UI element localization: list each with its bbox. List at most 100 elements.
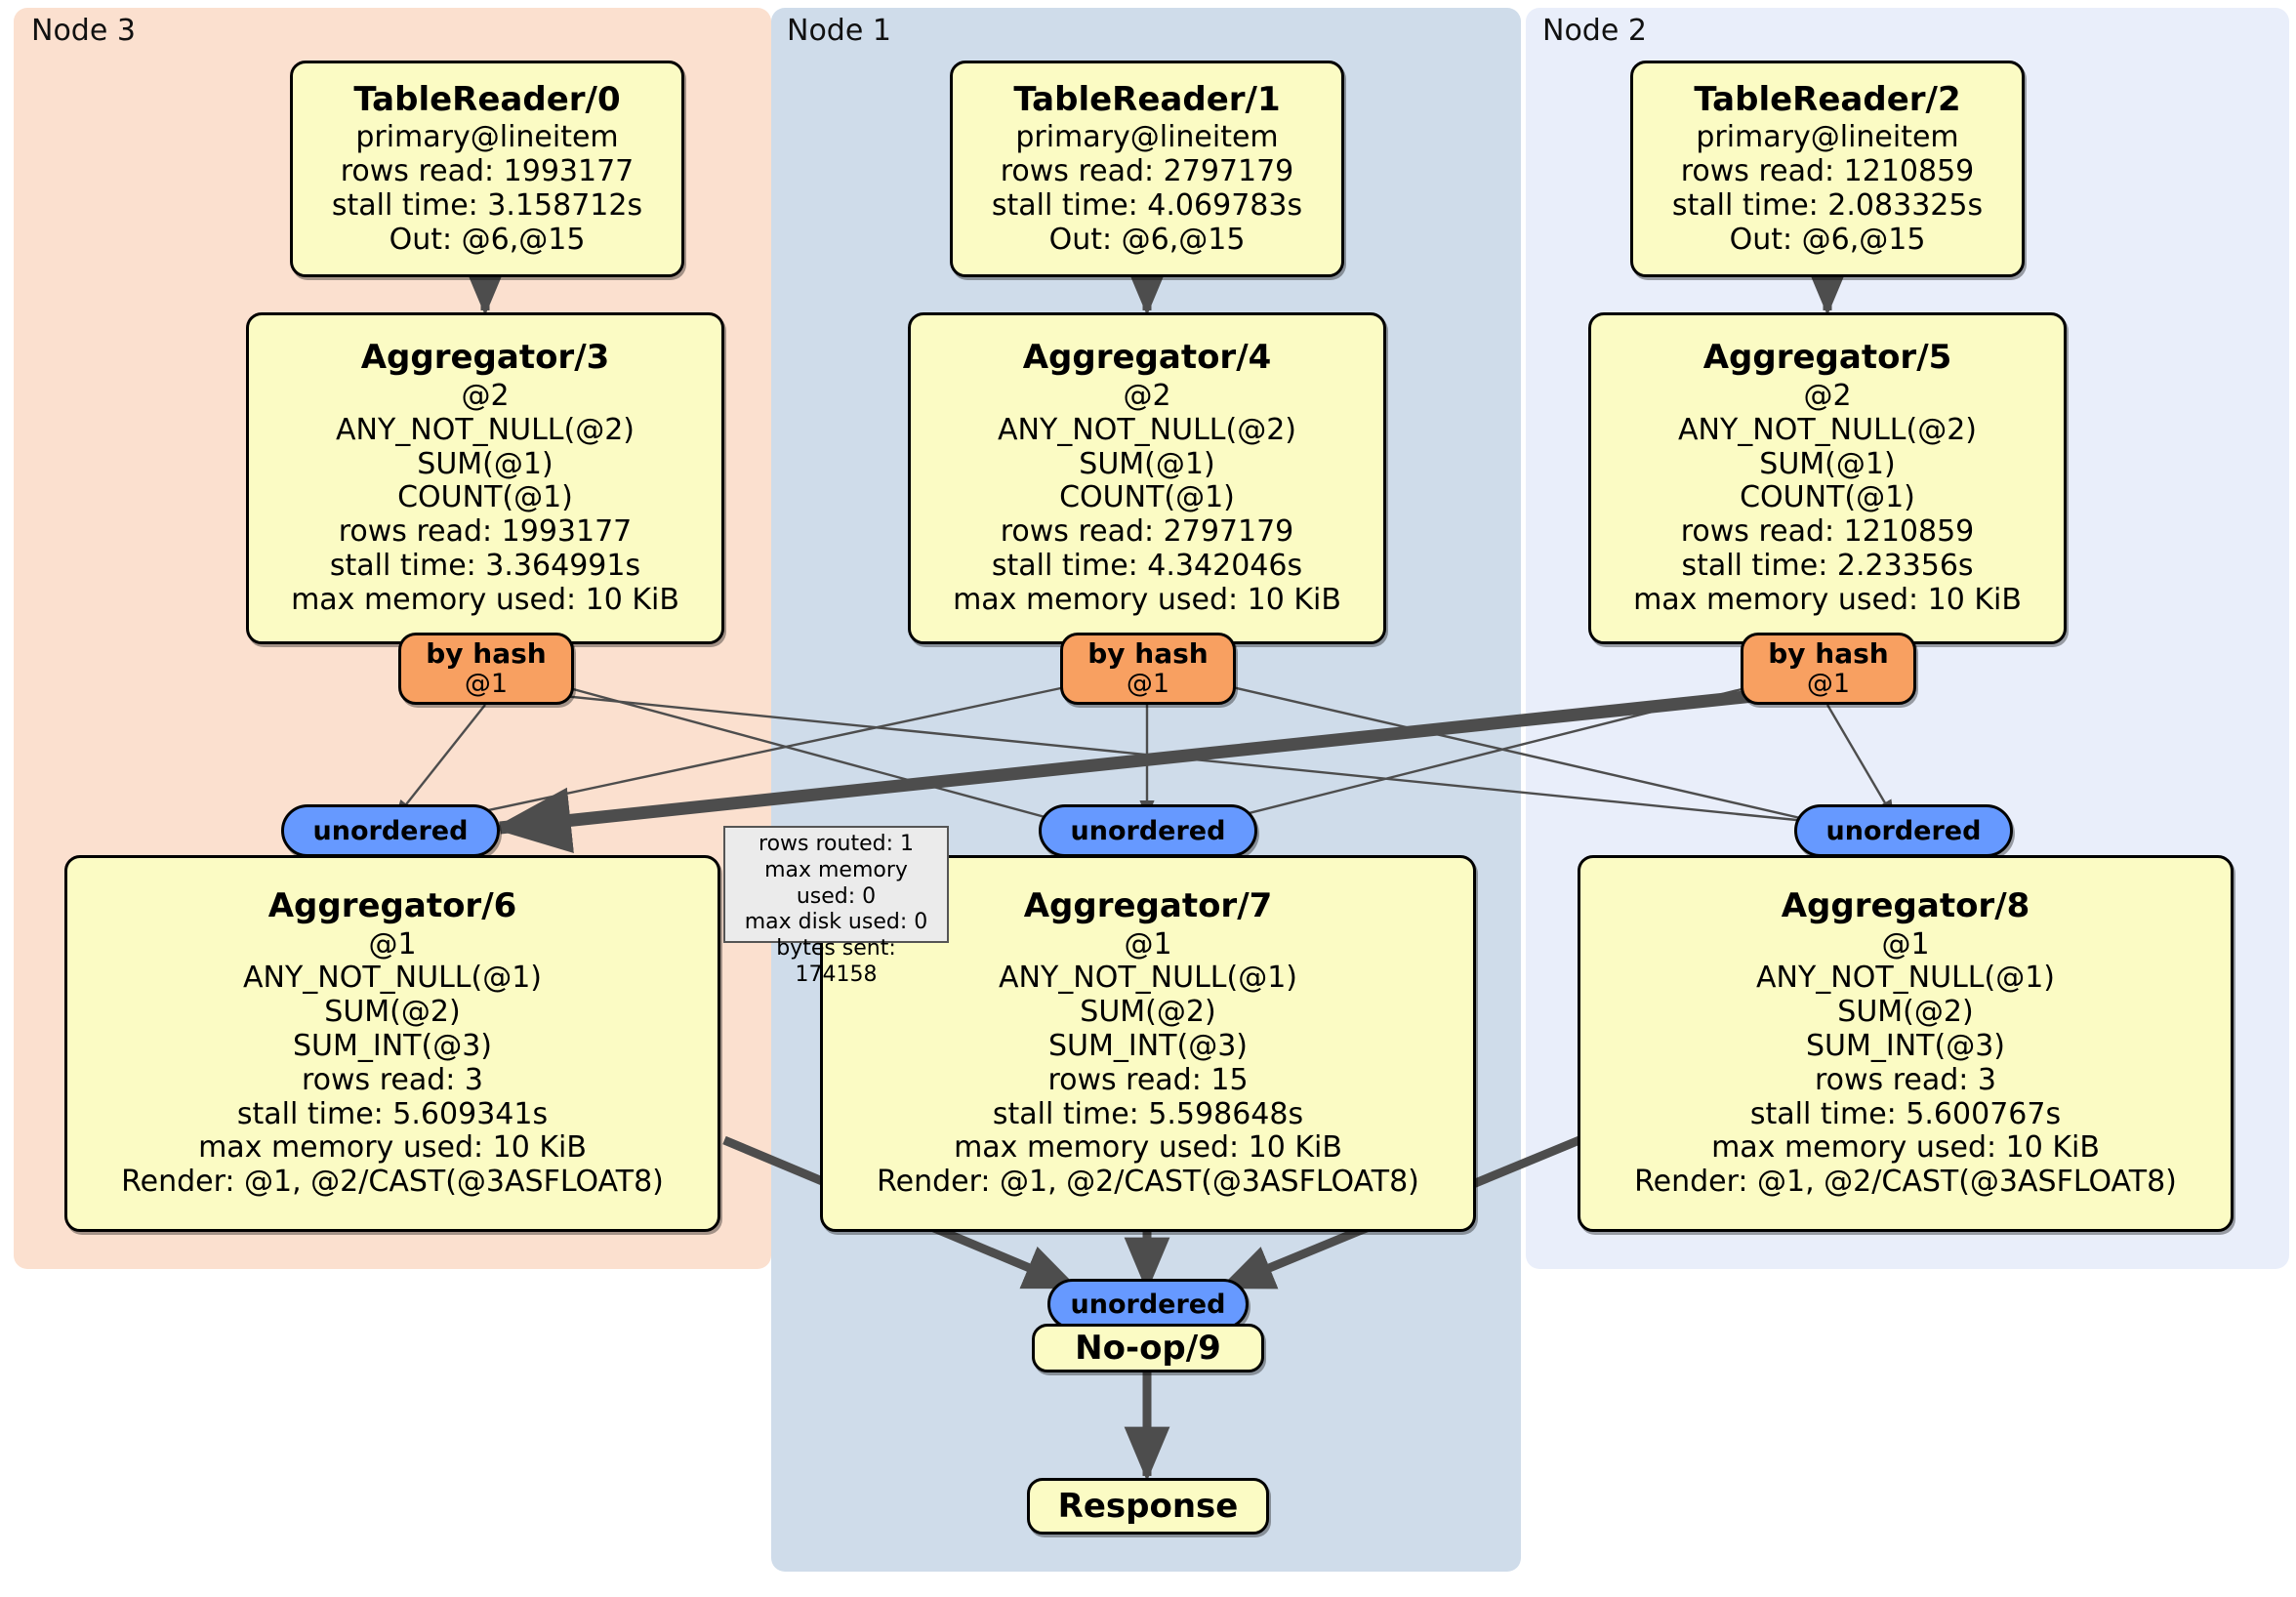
router-by-hash-node3[interactable]: by hash @1 — [398, 633, 574, 705]
router-label: by hash — [1768, 636, 1889, 670]
node-line: SUM(@1) — [1759, 446, 1896, 481]
node-line: ANY_NOT_NULL(@2) — [998, 412, 1296, 447]
router-label: by hash — [426, 636, 547, 670]
node-line: rows read: 1210859 — [1680, 153, 1975, 188]
router-sublabel: @1 — [1806, 668, 1851, 699]
stream-unordered-node3[interactable]: unordered — [281, 804, 500, 857]
node-line: primary@lineitem — [1696, 120, 1959, 155]
node-line: max memory used: 10 KiB — [198, 1130, 587, 1166]
node-line: SUM(@2) — [324, 995, 461, 1030]
node-title: TableReader/0 — [353, 79, 621, 119]
node-line: max memory used: 10 KiB — [291, 582, 679, 617]
stats-line: bytes sent: 174158 — [776, 936, 896, 988]
node-line: primary@lineitem — [355, 120, 619, 155]
node-title: Aggregator/5 — [1702, 338, 1952, 378]
stream-unordered-node2[interactable]: unordered — [1794, 804, 2013, 857]
processor-aggregator-4[interactable]: Aggregator/4 @2 ANY_NOT_NULL(@2) SUM(@1)… — [908, 312, 1386, 644]
node-line: stall time: 4.069783s — [991, 187, 1303, 223]
node-line: stall time: 2.23356s — [1681, 548, 1974, 583]
node-line: @2 — [1803, 378, 1852, 413]
node-line: stall time: 3.364991s — [329, 548, 641, 583]
node-line: @1 — [1124, 926, 1172, 962]
processor-tablereader-0[interactable]: TableReader/0 primary@lineitem rows read… — [290, 61, 684, 277]
panel-label-node3: Node 3 — [31, 14, 136, 48]
node-line: Out: @6,@15 — [1048, 222, 1246, 257]
node-line: rows read: 3 — [1814, 1062, 1997, 1097]
node-line: max memory used: 10 KiB — [953, 582, 1341, 617]
node-line: Render: @1, @2/CAST(@3ASFLOAT8) — [1634, 1165, 2177, 1200]
node-line: primary@lineitem — [1015, 120, 1279, 155]
router-by-hash-node1[interactable]: by hash @1 — [1060, 633, 1236, 705]
panel-label-node1: Node 1 — [787, 14, 891, 48]
node-line: @1 — [1881, 926, 1930, 962]
node-line: COUNT(@1) — [1059, 480, 1235, 515]
stream-label: unordered — [1825, 815, 1982, 846]
node-title: Aggregator/3 — [360, 338, 610, 378]
stream-unordered-node1[interactable]: unordered — [1039, 804, 1257, 857]
node-line: stall time: 5.600767s — [1749, 1096, 2062, 1131]
node-line: rows read: 1993177 — [338, 514, 633, 550]
node-line: max memory used: 10 KiB — [1711, 1130, 2100, 1166]
router-by-hash-node2[interactable]: by hash @1 — [1741, 633, 1916, 705]
node-line: stall time: 3.158712s — [331, 187, 643, 223]
processor-tablereader-2[interactable]: TableReader/2 primary@lineitem rows read… — [1630, 61, 2025, 277]
router-sublabel: @1 — [464, 668, 509, 699]
stream-label: unordered — [1070, 1289, 1226, 1320]
node-line: max memory used: 10 KiB — [1633, 582, 2022, 617]
processor-noop-9[interactable]: No-op/9 — [1032, 1324, 1264, 1372]
node-line: @2 — [1123, 378, 1171, 413]
node-line: ANY_NOT_NULL(@1) — [243, 961, 542, 996]
node-line: SUM_INT(@3) — [293, 1028, 492, 1063]
panel-label-node2: Node 2 — [1542, 14, 1647, 48]
stats-line: max memory used: 0 — [764, 857, 908, 909]
node-title: Aggregator/7 — [1023, 886, 1273, 926]
node-title: Response — [1057, 1487, 1239, 1526]
node-line: ANY_NOT_NULL(@2) — [336, 412, 635, 447]
node-title: Aggregator/6 — [267, 886, 517, 926]
node-line: Render: @1, @2/CAST(@3ASFLOAT8) — [121, 1165, 664, 1200]
router-label: by hash — [1087, 636, 1209, 670]
node-line: SUM(@2) — [1837, 995, 1974, 1030]
processor-response[interactable]: Response — [1027, 1478, 1269, 1535]
node-line: stall time: 4.342046s — [991, 548, 1303, 583]
node-title: No-op/9 — [1075, 1329, 1221, 1368]
node-line: stall time: 2.083325s — [1671, 187, 1984, 223]
node-line: rows read: 1210859 — [1680, 514, 1975, 550]
node-line: rows read: 15 — [1047, 1062, 1249, 1097]
processor-aggregator-5[interactable]: Aggregator/5 @2 ANY_NOT_NULL(@2) SUM(@1)… — [1588, 312, 2067, 644]
node-line: SUM(@2) — [1080, 995, 1216, 1030]
node-line: SUM_INT(@3) — [1048, 1028, 1248, 1063]
node-line: ANY_NOT_NULL(@2) — [1678, 412, 1977, 447]
node-line: stall time: 5.609341s — [236, 1096, 549, 1131]
node-line: COUNT(@1) — [397, 480, 573, 515]
node-title: TableReader/2 — [1694, 79, 1961, 119]
node-line: Out: @6,@15 — [1729, 222, 1926, 257]
node-line: SUM(@1) — [417, 446, 554, 481]
node-line: @2 — [461, 378, 510, 413]
node-line: SUM_INT(@3) — [1806, 1028, 2005, 1063]
node-line: rows read: 1993177 — [340, 153, 635, 188]
node-line: ANY_NOT_NULL(@1) — [1756, 961, 2055, 996]
node-title: Aggregator/8 — [1781, 886, 2030, 926]
stream-label: unordered — [312, 815, 469, 846]
node-line: rows read: 2797179 — [1000, 153, 1294, 188]
router-sublabel: @1 — [1126, 668, 1170, 699]
node-line: max memory used: 10 KiB — [954, 1130, 1342, 1166]
node-line: ANY_NOT_NULL(@1) — [999, 961, 1297, 996]
processor-aggregator-3[interactable]: Aggregator/3 @2 ANY_NOT_NULL(@2) SUM(@1)… — [246, 312, 724, 644]
processor-aggregator-8[interactable]: Aggregator/8 @1 ANY_NOT_NULL(@1) SUM(@2)… — [1578, 855, 2234, 1232]
processor-tablereader-1[interactable]: TableReader/1 primary@lineitem rows read… — [950, 61, 1344, 277]
stream-label: unordered — [1070, 815, 1226, 846]
node-line: stall time: 5.598648s — [992, 1096, 1304, 1131]
node-line: Out: @6,@15 — [389, 222, 586, 257]
node-line: rows read: 3 — [301, 1062, 484, 1097]
node-line: rows read: 2797179 — [1000, 514, 1294, 550]
processor-aggregator-6[interactable]: Aggregator/6 @1 ANY_NOT_NULL(@1) SUM(@2)… — [64, 855, 720, 1232]
node-title: Aggregator/4 — [1022, 338, 1272, 378]
node-line: SUM(@1) — [1079, 446, 1215, 481]
stream-unordered-final[interactable]: unordered — [1047, 1279, 1249, 1330]
node-title: TableReader/1 — [1013, 79, 1281, 119]
stream-stats-box: rows routed: 1 max memory used: 0 max di… — [723, 826, 949, 987]
stats-line: rows routed: 1 — [758, 832, 914, 856]
